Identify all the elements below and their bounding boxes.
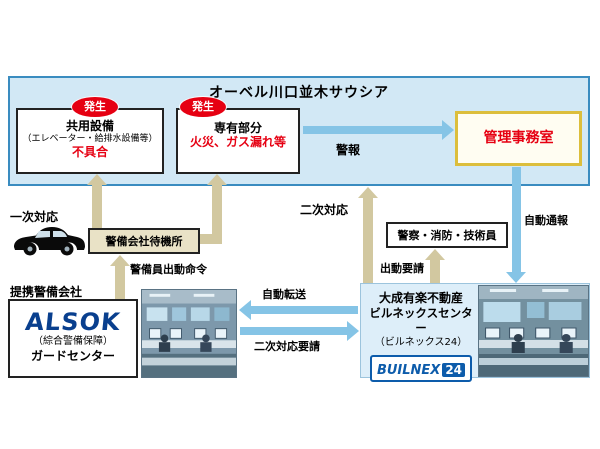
primary-response-label: 一次対応 [10,210,59,224]
security-standby-box: 警備会社待機所 [88,228,200,254]
secondary-request-label: 二次対応要請 [254,340,320,353]
auto-transfer-arrow-head [239,300,251,320]
management-office-box: 管理事務室 [455,111,582,166]
secondary-response-label: 二次対応 [300,203,349,217]
auto-transfer-arrow-line [251,306,358,314]
patrol-car-icon [10,223,88,257]
primary-arrow2-line [212,184,222,244]
common-facility-box: 共用設備 （エレベーター・給排水設備等） 不具合 [16,108,164,174]
alarm-arrow-head [442,120,454,140]
alarm-label: 警報 [336,143,361,157]
partner-company-label: 提携警備会社 [10,285,83,299]
dispatch-order-arrow-line [115,265,125,300]
builnex-logo-24: 24 [442,363,466,377]
alsok-center-photo [141,289,237,378]
secondary-request-arrow-line [240,327,347,335]
auto-report-arrow-head [506,272,526,283]
primary-arrow2-stub [198,234,222,244]
builnex-logo-text: BUILNEX [376,363,441,378]
auto-report-arrow-line [512,167,521,272]
alsok-subtitle: （綜合警備保障） [33,336,113,347]
private-area-line1: 専有部分 [213,121,262,135]
primary-arrow1-line [92,184,102,228]
building-title: オーベル川口並木サウシア [209,85,389,101]
private-area-fire-gas: 火災、ガス漏れ等 [189,135,286,149]
builnex-24-name: （ビルネックス24） [374,337,468,348]
alarm-arrow-line [303,126,442,134]
secondary-arrow-line [363,197,373,283]
primary-arrow2-head [207,174,227,185]
dispatch-order-label: 警備員出動命令 [130,263,207,276]
auto-transfer-label: 自動転送 [262,288,306,301]
alsok-logo: ALSOK [23,308,123,336]
dispatch-order-arrow-head [110,255,130,266]
builnex-center-photo [478,285,589,377]
secondary-request-arrow-head [347,321,359,341]
common-facility-line2: （エレベーター・給排水設備等） [22,134,158,144]
police-fire-box: 警察・消防・技術員 [386,222,508,248]
common-facility-malfunction: 不具合 [71,145,108,159]
common-facility-line1: 共用設備 [65,119,114,133]
occur-badge-common: 発生 [72,97,118,117]
alsok-box: ALSOK （綜合警備保障） ガードセンター [8,299,138,378]
primary-arrow1-head [87,174,107,185]
dispatch-request-arrow-line [430,259,440,283]
dispatch-request-arrow-head [425,249,445,260]
dispatch-request-label: 出動要請 [380,262,424,275]
auto-report-label: 自動通報 [524,214,568,227]
secondary-arrow-head [358,187,378,198]
builnex-center-name: ビルネックスセンター [369,306,473,335]
builnex-company: 大成有楽不動産 [378,291,463,305]
alsok-guard-center: ガードセンター [30,349,115,363]
occur-badge-private: 発生 [180,97,226,117]
private-area-box: 専有部分 火災、ガス漏れ等 [176,108,300,174]
